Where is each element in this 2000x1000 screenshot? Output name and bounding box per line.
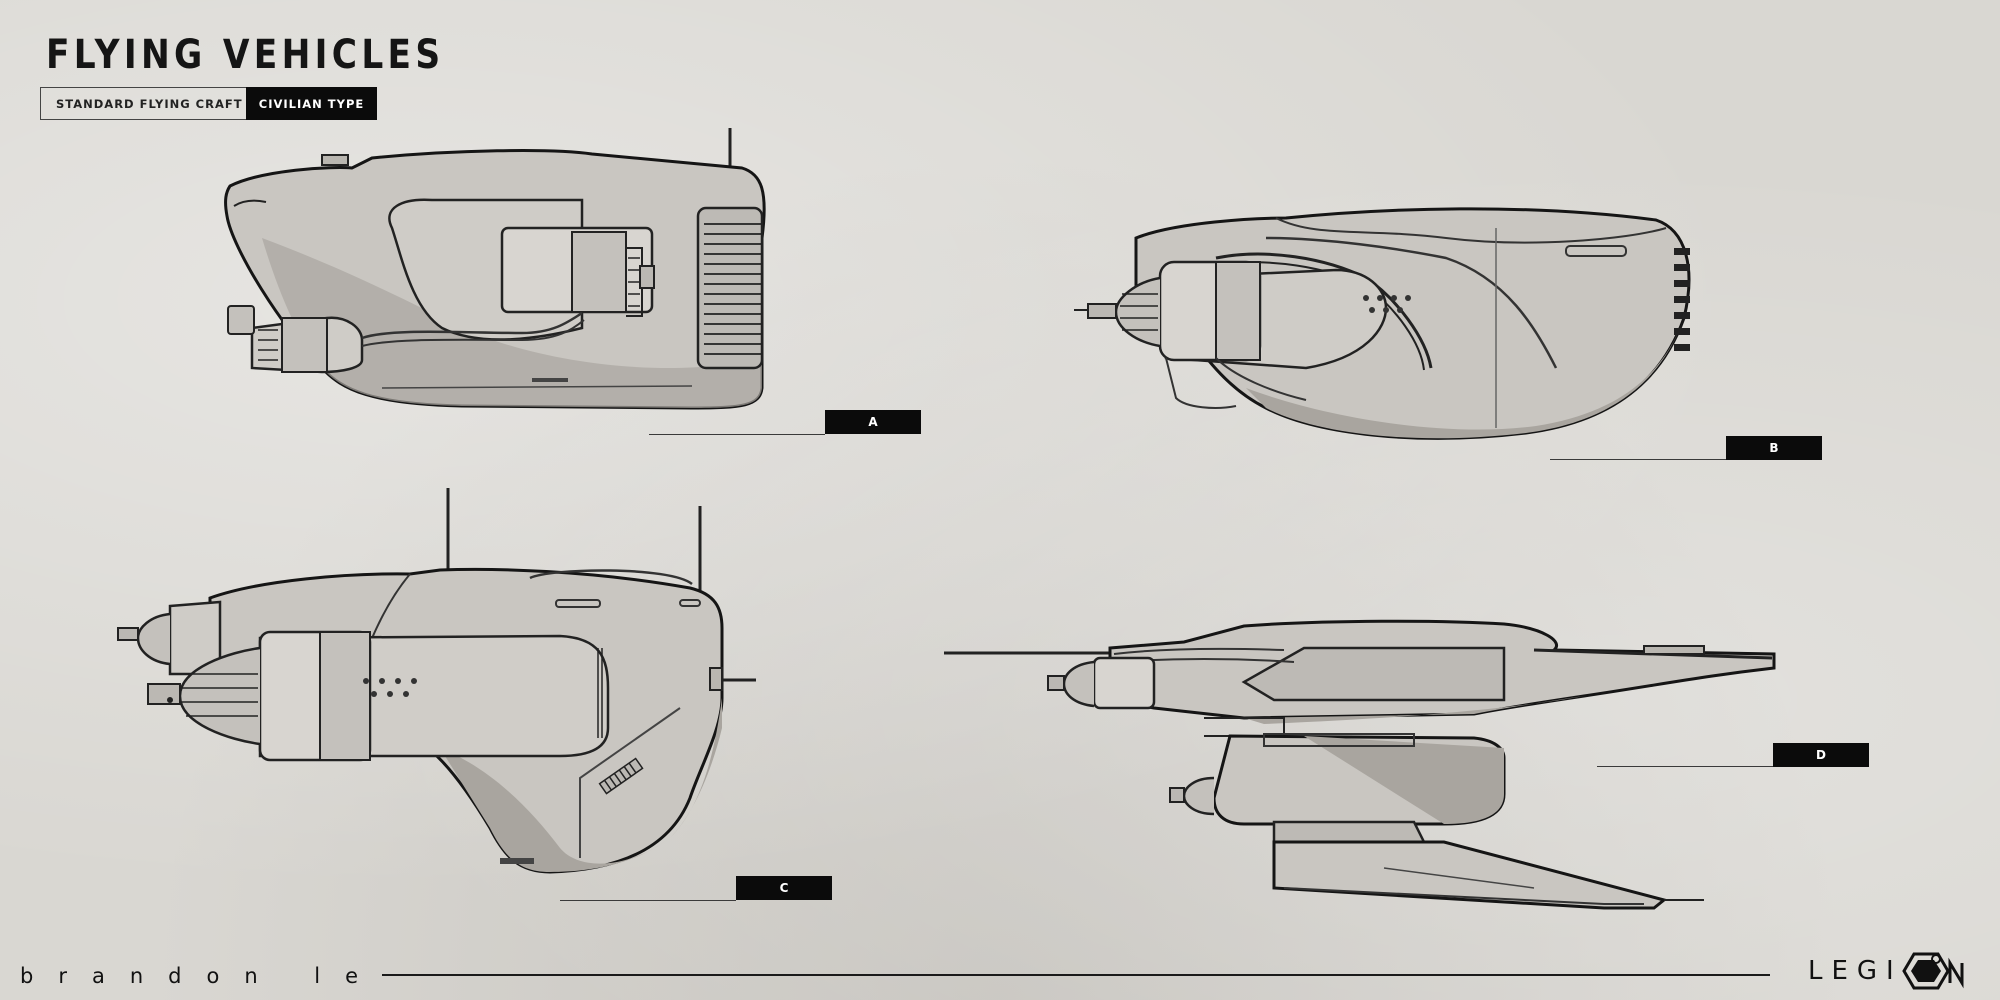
legion-hexagon-logo-icon bbox=[1902, 952, 1964, 990]
leader-line-d bbox=[1597, 766, 1773, 767]
vehicle-label-d: D bbox=[1773, 743, 1869, 767]
vehicle-d-illustration bbox=[944, 619, 1776, 910]
footer-rule bbox=[382, 974, 1770, 976]
page-title: FLYING VEHICLES bbox=[46, 32, 445, 78]
vehicle-b-illustration bbox=[1074, 207, 1691, 440]
vehicle-a-illustration bbox=[224, 128, 766, 410]
vehicle-label-b: B bbox=[1726, 436, 1822, 460]
author-signature: brandon le bbox=[20, 964, 384, 988]
leader-line-c bbox=[560, 900, 736, 901]
tag-bar: STANDARD FLYING CRAFT CIVILIAN TYPE bbox=[40, 87, 377, 120]
vehicle-label-c: C bbox=[736, 876, 832, 900]
leader-line-b bbox=[1550, 459, 1726, 460]
tag-standard-flying-craft: STANDARD FLYING CRAFT bbox=[40, 87, 246, 120]
tag-civilian-type: CIVILIAN TYPE bbox=[246, 87, 377, 120]
leader-line-a bbox=[649, 434, 825, 435]
brand-wordmark: LEGI bbox=[1808, 956, 1903, 986]
vehicle-label-a: A bbox=[825, 410, 921, 434]
vehicle-c-illustration bbox=[117, 488, 756, 874]
